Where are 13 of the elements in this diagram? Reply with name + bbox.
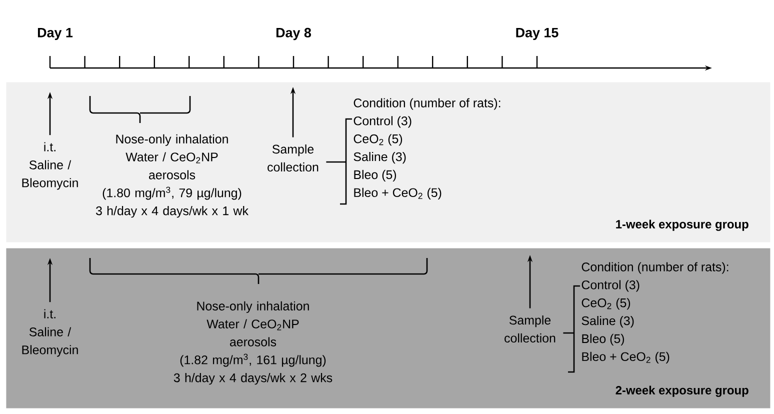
bracket-connector [326, 118, 353, 205]
text-label: Sample collection [268, 144, 318, 172]
day-label: Day 8 [276, 28, 312, 40]
condition-list: Condition (number of rats): Control (3) CeO$_{2}$ (5) Saline (3) Bleo (5) Bleo + CeO$_{2}$ (5) [582, 262, 728, 364]
text-label: i.t. Saline / Bleomycin [22, 142, 78, 190]
day-label: Day 1 [38, 28, 73, 40]
text-label: i.t. Saline / Bleomycin [22, 309, 78, 357]
text-label: Nose-only inhalation Water / CeO$_{2}$NP aerosols (1.82 mg/m$^{3}$, 161 µg/lung) 3 h/day x 4 days/wk x 2 wks [174, 301, 332, 385]
condition-list: Condition (number of rats): Control (3) CeO$_{2}$ (5) Saline (3) Bleo (5) Bleo + CeO$_{2}$ (5) [354, 98, 500, 200]
text-label: Nose-only inhalation Water / CeO$_{2}$NP aerosols (1.80 mg/m$^{3}$, 79 µg/lung) 3 h/day x 4 days/wk x 1 wk [96, 134, 248, 218]
bracket-connector [562, 285, 581, 373]
day-label: Day 15 [516, 28, 558, 40]
text-label: Sample collection [504, 315, 556, 343]
